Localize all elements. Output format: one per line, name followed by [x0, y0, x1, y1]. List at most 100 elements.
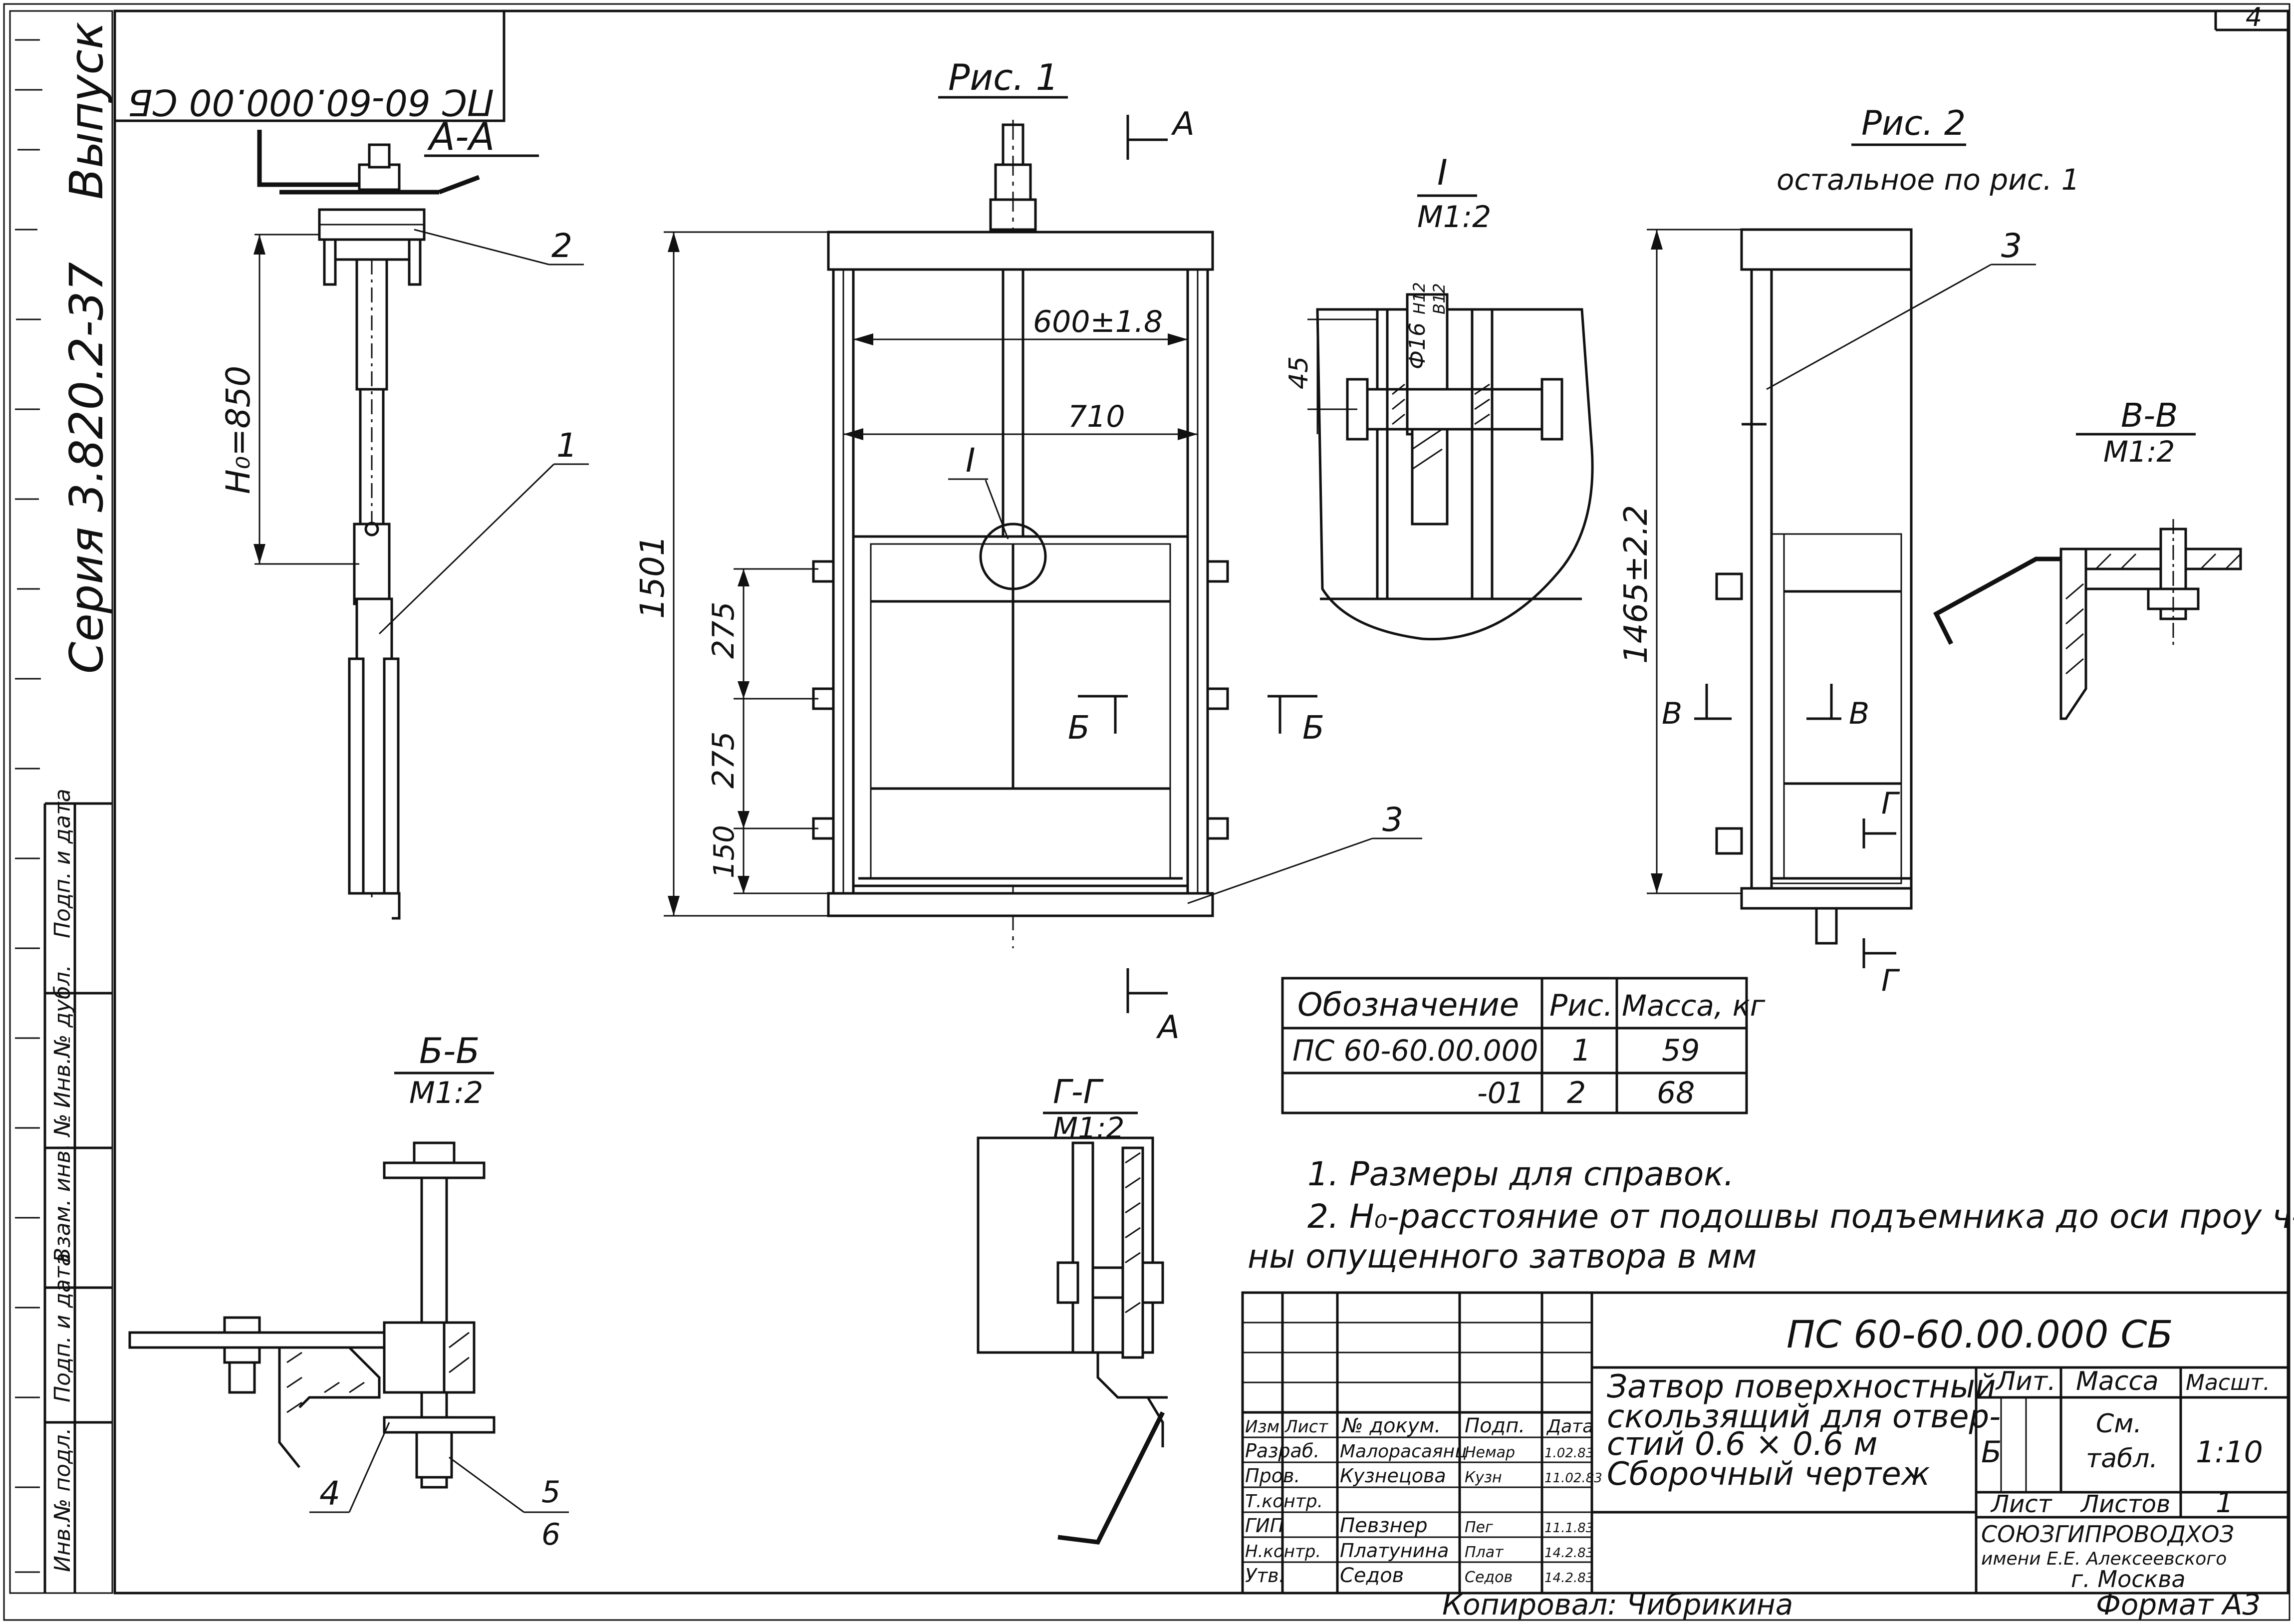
tb-col-sign: Подп. [1465, 1414, 1525, 1437]
cut-g-top: Г [1881, 786, 1900, 821]
note-3: ны опущенного затвора в мм [1248, 1237, 1757, 1276]
tb-sheets-label: Листов [2080, 1490, 2170, 1518]
detail-i-scale: М1:2 [1417, 200, 1491, 235]
dim-45: 45 [1284, 356, 1314, 389]
tb-sign-4: Пег [1465, 1519, 1493, 1536]
tb-name-line-2: скользящий для отвер- [1607, 1398, 2001, 1435]
mass-row-1-fig: 1 [1572, 1033, 1591, 1068]
tb-lit-label: Лит. [1995, 1366, 2056, 1396]
tb-scale-value: 1:10 [2196, 1435, 2263, 1470]
cut-g-bottom: Г [1881, 963, 1900, 998]
dim-600: 600±1.8 [1033, 304, 1163, 339]
tb-name-4: Певзнер [1340, 1514, 1428, 1537]
tb-sheets-value: 1 [2216, 1487, 2234, 1519]
title-block: Изм Лист № докум. Подп. Дата Разраб. Мал… [1241, 1291, 2290, 1595]
side-strip: Подп. и дата Инв.№ дубл. Взам. инв. № По… [9, 10, 113, 1594]
tb-org-line-2: имени Е.Е. Алексеевского [1981, 1549, 2227, 1569]
dim-bolt-dia: Ф16 [1405, 322, 1430, 369]
mirrored-designation-box: ПС 60-60.000.00 СБ [113, 9, 506, 123]
tb-col-doc: № докум. [1341, 1414, 1441, 1437]
tb-sign-6: Седов [1465, 1569, 1513, 1586]
side-column-4: Подп. и дата [50, 1253, 75, 1402]
tb-name-5: Платунина [1340, 1540, 1449, 1562]
dim-1465: 1465±2.2 [1618, 505, 1655, 664]
tb-mass-label: Масса [2076, 1366, 2159, 1396]
footer: Копировал: Чибрикина Формат А3 [1442, 1588, 2261, 1622]
section-aa: А-А Н₀=850 [219, 114, 589, 920]
copied-by: Копировал: Чибрикина [1442, 1588, 1793, 1622]
section-bb: Б-Б М1:2 4 5 6 [128, 1031, 569, 1552]
tb-name-line-4: Сборочный чертеж [1607, 1456, 1930, 1493]
sheet-frame: 4 [3, 2, 2291, 1621]
callout-4: 4 [319, 1474, 340, 1513]
cut-a-top: А [1171, 106, 1195, 143]
side-column-1: Подп. и дата [50, 789, 75, 938]
mass-row-1-mass: 59 [1662, 1033, 1700, 1068]
figure-1: Рис. 1 I [633, 56, 1422, 1046]
cut-b-left: Б [1068, 710, 1090, 747]
detail-i-title: I [1437, 152, 1448, 193]
tb-mass-value-1: См. [2096, 1409, 2142, 1439]
tb-col-list: Лист [1284, 1417, 1328, 1437]
section-bb-title: Б-Б [419, 1031, 480, 1072]
detail-i: I М1:2 45 Ф16 Н12 [1284, 152, 1594, 641]
notes: 1. Размеры для справок. 2. Н₀-расстояние… [1248, 1155, 2294, 1276]
tb-name-6: Седов [1340, 1564, 1404, 1587]
tb-name-line-3: стий 0.6 × 0.6 м [1607, 1426, 1878, 1463]
dim-fit-2: В12 [1430, 283, 1449, 314]
dim-275-a: 275 [706, 601, 741, 659]
side-column-5: Инв.№ подл. [50, 1427, 75, 1572]
cut-b-right: Б [1302, 710, 1324, 747]
mirrored-designation: ПС 60-60.000.00 СБ [128, 81, 494, 123]
tb-role-6: Утв. [1245, 1565, 1285, 1587]
callout-6: 6 [541, 1517, 560, 1552]
dim-1501: 1501 [633, 535, 672, 619]
format-label: Формат А3 [2096, 1588, 2261, 1622]
section-gg: Г-Г М1:2 [977, 1073, 1168, 1545]
tb-designation: ПС 60-60.00.000 СБ [1786, 1312, 2173, 1356]
tb-date-5: 14.2.83 [1544, 1546, 1594, 1561]
section-gg-scale: М1:2 [1053, 1111, 1124, 1145]
tb-org-line-1: СОЮЗГИПРОВОДХОЗ [1981, 1521, 2234, 1548]
issue-stamp: Выпуск [60, 22, 113, 200]
callout-1: 1 [556, 426, 577, 465]
tb-date-2: 11.02.83 [1544, 1471, 1602, 1486]
callout-5: 5 [541, 1475, 560, 1510]
section-vv-scale: М1:2 [2103, 435, 2175, 469]
series-stamp: Серия 3.820.2-37 [60, 262, 113, 674]
mass-row-2-designation: -01 [1477, 1076, 1525, 1110]
cut-v-left: В [1662, 696, 1682, 731]
tb-sign-2: Кузн [1465, 1469, 1502, 1486]
section-vv-title: В-В [2121, 396, 2178, 435]
dim-150: 150 [708, 825, 741, 878]
mass-row-2-mass: 68 [1657, 1076, 1695, 1110]
mass-table: Обозначение Рис. Масса, кг ПС 60-60.00.0… [1281, 977, 1766, 1114]
tb-date-6: 14.2.83 [1544, 1571, 1594, 1586]
mass-row-2-fig: 2 [1567, 1076, 1586, 1110]
tb-role-5: Н.контр. [1245, 1542, 1321, 1562]
tb-name-1: Малорасаянц [1340, 1441, 1467, 1462]
tb-mass-value-2: табл. [2086, 1444, 2158, 1474]
tb-lit-value: Б [1981, 1435, 2002, 1470]
note-2: 2. Н₀-расстояние от подошвы подъемника д… [1307, 1197, 2294, 1236]
tb-role-4: ГИП [1245, 1515, 1284, 1537]
tb-date-4: 11.1.83 [1544, 1521, 1594, 1536]
cut-a-bottom: А [1156, 1009, 1180, 1046]
tb-role-1: Разраб. [1245, 1440, 1319, 1462]
tb-col-izm: Изм [1245, 1417, 1279, 1437]
mass-row-1-designation: ПС 60-60.00.000 [1292, 1034, 1538, 1068]
callout-3-fig2: 3 [2001, 227, 2022, 265]
side-column-2: Инв.№ дубл. [50, 965, 75, 1108]
tb-sign-1: Немар [1465, 1444, 1515, 1461]
side-column-3: Взам. инв. № [50, 1113, 75, 1263]
tb-role-3: Т.контр. [1245, 1491, 1323, 1512]
sheet-number: 4 [2246, 2, 2262, 32]
callout-2: 2 [551, 227, 572, 265]
tb-date-1: 1.02.83 [1544, 1446, 1594, 1461]
section-aa-title: А-А [427, 114, 495, 159]
dim-710: 710 [1068, 399, 1125, 434]
dim-275-b: 275 [706, 731, 741, 789]
tb-org-line-3: г. Москва [2071, 1566, 2186, 1593]
mass-header-mass: Масса, кг [1622, 989, 1766, 1023]
tb-name-2: Кузнецова [1340, 1465, 1446, 1487]
